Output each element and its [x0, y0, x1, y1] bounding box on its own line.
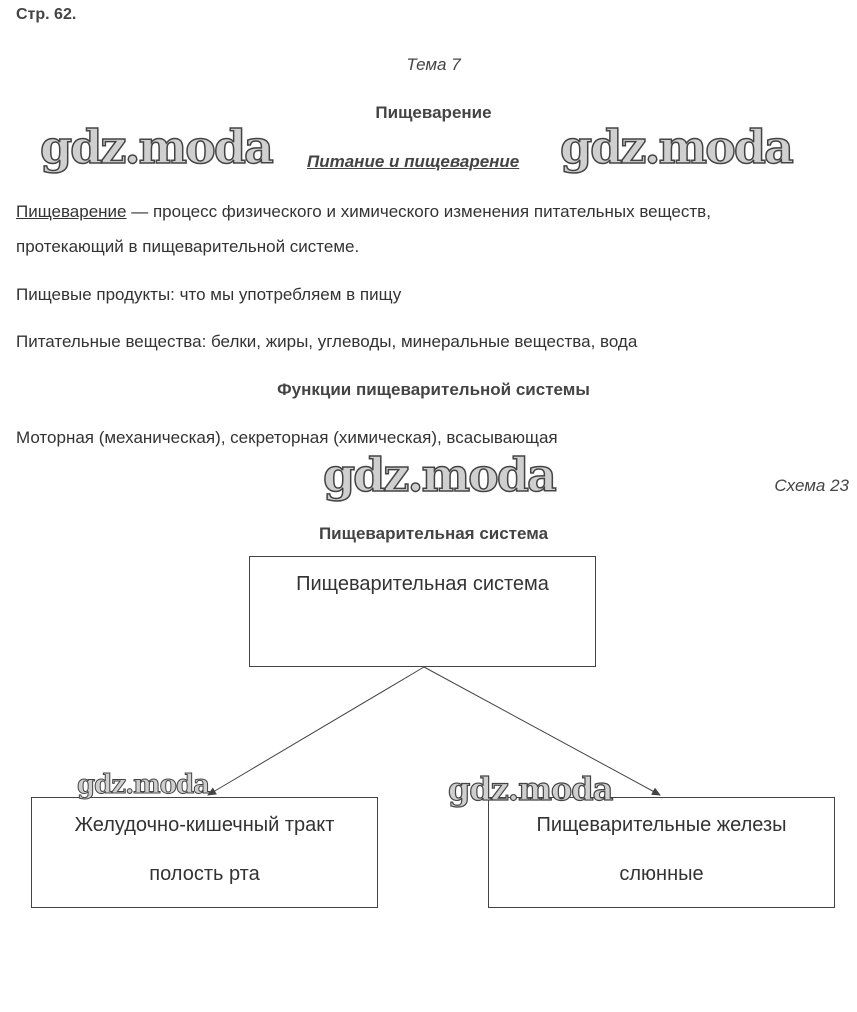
watermark: gdz.moda — [559, 119, 794, 175]
arrow-to-gi-tract — [207, 666, 425, 796]
food-products-text: Пищевые продукты: что мы употребляем в п… — [16, 285, 402, 304]
diagram-child-answer: полость рта — [149, 863, 260, 885]
diagram-child-box: Пищеварительные железы слюнные — [488, 797, 835, 908]
definition-line-1: Пищеварение — процесс физического и хими… — [16, 202, 711, 222]
diagram-child-label: Пищеварительные железы — [536, 814, 787, 836]
watermark: gdz.moda — [322, 447, 557, 503]
section-title: Пищеварение — [375, 103, 492, 122]
diagram-child-answer: слюнные — [619, 863, 704, 885]
diagram-title: Пищеварительная система — [318, 524, 549, 543]
topic-label: Тема 7 — [406, 55, 461, 74]
watermark: gdz.moda — [39, 119, 274, 175]
diagram-root-label: Пищеварительная система — [296, 573, 549, 595]
subsection-title: Питание и пищеварение — [307, 152, 520, 171]
nutrients-text: Питательные вещества: белки, жиры, углев… — [16, 332, 638, 351]
arrow-to-glands — [423, 666, 661, 796]
diagram-child-label: Желудочно-кишечный тракт — [74, 814, 335, 836]
definition-term: Пищеварение — [16, 202, 127, 221]
definition-line-2: протекающий в пищеварительной системе. — [16, 237, 360, 256]
diagram-root-box: Пищеварительная система — [249, 556, 596, 667]
functions-title: Функции пищеварительной системы — [277, 380, 590, 399]
functions-text: Моторная (механическая), секреторная (хи… — [16, 428, 558, 447]
watermark: gdz.moda — [76, 770, 210, 801]
definition-text: — процесс физического и химического изме… — [126, 202, 711, 221]
diagram-child-box: Желудочно-кишечный тракт полость рта — [31, 797, 378, 908]
page-number: Стр. 62. — [16, 6, 77, 23]
scheme-label: Схема 23 — [774, 476, 849, 495]
watermark: gdz.moda — [447, 769, 614, 808]
